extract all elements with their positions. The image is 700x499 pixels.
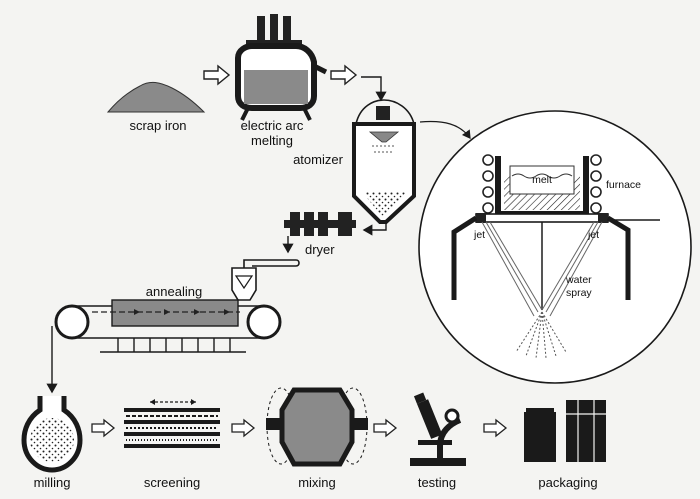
label-dryer: dryer: [305, 242, 335, 257]
milling-vessel: [21, 396, 83, 473]
flow-arrow-mixing-testing: [373, 418, 398, 438]
flow-arrow-testing-packaging: [483, 418, 508, 438]
annealing-conveyor: [54, 299, 282, 353]
flow-arrow-2: [330, 64, 358, 86]
mixing-drum: [266, 387, 368, 467]
label-testing: testing: [418, 475, 456, 490]
atomizer-vessel: [352, 99, 416, 224]
label-milling: milling: [34, 475, 71, 490]
packaging-boxes: [524, 400, 606, 462]
atomizer-detail-circle: [418, 110, 692, 384]
label-electric-arc: electric arc: [241, 118, 304, 133]
label-atomizer: atomizer: [293, 152, 344, 167]
label-scrap-iron: scrap iron: [129, 118, 186, 133]
label-annealing: annealing: [146, 284, 202, 299]
annealing-hopper: [231, 267, 257, 301]
label-screening: screening: [144, 475, 200, 490]
electric-arc-furnace: [235, 14, 328, 121]
label-water: water: [565, 274, 592, 286]
flow-arrow-screening-mixing: [231, 418, 256, 438]
label-melting: melting: [251, 133, 293, 148]
testing-microscope: [410, 392, 466, 466]
label-furnace: furnace: [606, 179, 641, 191]
label-spray: spray: [566, 287, 592, 299]
atomizer-to-dryer-arrow: [362, 222, 387, 236]
dryer-machine: [284, 212, 356, 236]
scrap-iron-pile: [106, 81, 206, 113]
screening-sieve: [124, 399, 220, 448]
flow-arrow-1: [203, 64, 231, 86]
flow-arrow-milling-screening: [91, 418, 116, 438]
label-jet-right: jet: [587, 229, 599, 241]
label-packaging: packaging: [538, 475, 597, 490]
pour-arrow: [361, 76, 387, 102]
label-melt: melt: [532, 174, 552, 186]
label-jet-left: jet: [473, 229, 485, 241]
label-mixing: mixing: [298, 475, 336, 490]
detail-callout-arrow: [419, 120, 471, 139]
annealing-feed-pipe: [243, 259, 300, 268]
